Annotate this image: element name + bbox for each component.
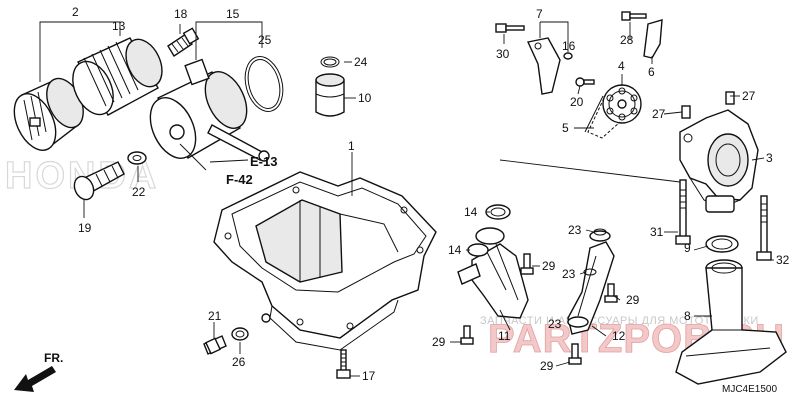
front-direction-label: FR. xyxy=(44,351,63,365)
oil-strainer-part-8 xyxy=(675,259,787,385)
drain-bolt-part-21 xyxy=(203,335,227,355)
callout-27-b: 27 xyxy=(742,89,756,103)
callout-24: 24 xyxy=(354,55,368,69)
bolt-part-29-a xyxy=(520,253,534,275)
washer-part-16 xyxy=(563,52,573,60)
reference-f42: F-42 xyxy=(226,172,253,187)
sprocket-part-4 xyxy=(602,84,642,124)
callout-17: 17 xyxy=(362,369,376,383)
bolt-part-32 xyxy=(756,195,772,261)
oil-pipe-part-12 xyxy=(567,230,615,335)
callout-6: 6 xyxy=(648,65,655,79)
callout-25: 25 xyxy=(258,33,272,47)
valve-part-10 xyxy=(315,73,345,117)
stud-part-18 xyxy=(167,27,200,57)
callout-12: 12 xyxy=(612,329,626,343)
callout-29-c: 29 xyxy=(432,335,446,349)
callout-1: 1 xyxy=(348,139,355,153)
callout-8: 8 xyxy=(684,309,691,323)
callout-4: 4 xyxy=(618,59,625,73)
callout-16: 16 xyxy=(562,39,576,53)
bolt-part-28 xyxy=(621,11,647,21)
seal-part-24 xyxy=(320,56,340,68)
callout-2: 2 xyxy=(72,5,79,19)
oil-pan-part-1 xyxy=(213,171,437,351)
washer-part-22 xyxy=(127,151,147,165)
callout-5: 5 xyxy=(562,121,569,135)
bolt-part-29-d xyxy=(568,343,582,365)
seal-part-24-inner xyxy=(323,58,337,66)
bolt-part-29-c xyxy=(460,325,474,345)
chain-tensioner-part-6 xyxy=(643,19,663,59)
callout-9: 9 xyxy=(684,241,691,255)
callout-10: 10 xyxy=(358,91,372,105)
o-ring-part-14-lower xyxy=(467,243,489,257)
callout-29-a: 29 xyxy=(542,259,556,273)
callout-11: 11 xyxy=(498,329,511,343)
o-ring-part-9 xyxy=(705,235,739,253)
callout-28: 28 xyxy=(620,33,634,47)
o-ring-part-14-upper-inner xyxy=(490,207,506,217)
bolt-part-29-b xyxy=(604,283,618,303)
chain-guide-part-7 xyxy=(526,37,561,95)
callout-23-b: 23 xyxy=(562,267,576,281)
callout-22: 22 xyxy=(132,185,146,199)
bolt-part-17 xyxy=(336,349,351,379)
callout-14-upper: 14 xyxy=(464,205,478,219)
callout-23-c: 23 xyxy=(548,317,562,331)
bolt-part-30 xyxy=(495,23,525,33)
o-ring-part-25-inner xyxy=(247,59,281,109)
washer-part-26 xyxy=(231,327,249,341)
o-ring-part-23-b xyxy=(583,268,597,276)
shop-watermark-text: ЗАПЧАСТИ И АКСЕССУАРЫ ДЛЯ МОТОТЕХНИКИ xyxy=(480,315,759,327)
callout-23-a: 23 xyxy=(568,223,582,237)
washer-part-22-hole xyxy=(132,155,142,161)
bolt-part-19 xyxy=(73,161,125,201)
callout-30: 30 xyxy=(496,47,510,61)
bolt-part-31 xyxy=(675,179,691,245)
callout-19: 19 xyxy=(78,221,92,235)
drive-chain-part-5 xyxy=(584,93,621,139)
callout-14-lower: 14 xyxy=(448,243,462,257)
callout-7: 7 xyxy=(536,7,543,21)
o-ring-part-9-inner xyxy=(711,238,733,250)
front-direction-arrow: FR. xyxy=(14,351,63,392)
callout-15: 15 xyxy=(226,7,240,21)
reference-e13: E-13 xyxy=(250,154,277,169)
callout-20: 20 xyxy=(570,95,584,109)
filter-element-part-13 xyxy=(72,37,163,116)
o-ring-part-25 xyxy=(244,56,284,112)
callout-31: 31 xyxy=(650,225,664,239)
callout-13: 13 xyxy=(112,19,126,33)
leader-lines xyxy=(39,21,774,377)
callout-3: 3 xyxy=(766,151,773,165)
callout-27-a: 27 xyxy=(652,107,666,121)
oil-pipe-part-11 xyxy=(457,227,529,319)
diagram-code: MJC4E1500 xyxy=(722,384,777,395)
bolt-part-20 xyxy=(575,77,595,87)
callout-29-b: 29 xyxy=(626,293,640,307)
callout-21: 21 xyxy=(208,309,222,323)
callout-26: 26 xyxy=(232,355,246,369)
callout-32: 32 xyxy=(776,253,790,267)
callout-18: 18 xyxy=(174,7,188,21)
oil-pump-part-3 xyxy=(679,109,759,213)
callout-29-d: 29 xyxy=(540,359,554,373)
washer-part-26-hole xyxy=(235,330,245,338)
oil-cooler-part-15 xyxy=(149,58,270,162)
